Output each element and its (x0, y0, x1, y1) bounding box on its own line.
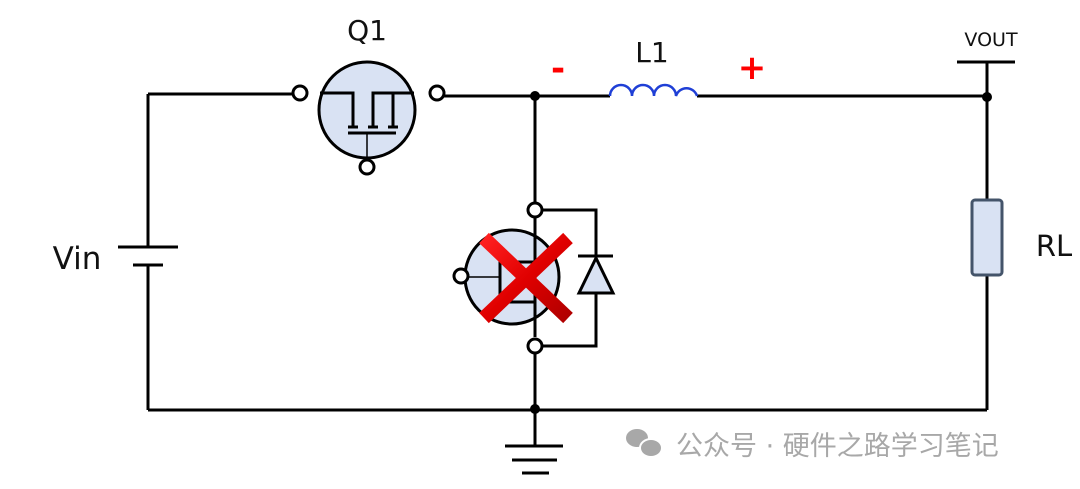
label-l1: L1 (635, 36, 668, 69)
label-plus: + (738, 48, 767, 88)
watermark-text: 公众号 · 硬件之路学习笔记 (676, 431, 999, 462)
inductor-l1 (608, 83, 699, 97)
label-rl: RL (1036, 229, 1072, 263)
ground-symbol (505, 444, 563, 475)
node-ground (530, 404, 540, 414)
wechat-icon (626, 429, 663, 458)
mosfet-q1 (291, 60, 446, 176)
label-minus: - (551, 49, 565, 89)
node-switch (530, 91, 540, 101)
mosfet-low-side (452, 201, 561, 355)
resistor-rl (970, 198, 1004, 277)
diode (576, 254, 616, 295)
label-vin: Vin (53, 241, 102, 277)
label-vout: VOUT (964, 29, 1018, 51)
cross-out-mark (479, 232, 573, 324)
wire-diode (542, 208, 598, 348)
node-vout (982, 92, 992, 102)
label-q1: Q1 (347, 14, 387, 47)
